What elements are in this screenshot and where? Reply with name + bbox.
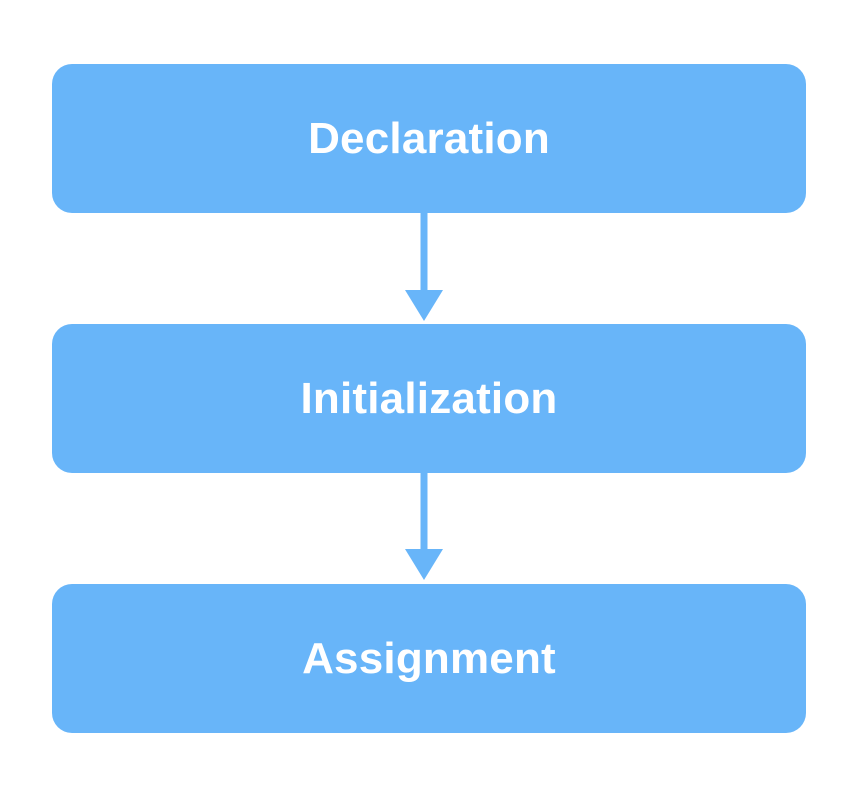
step-label-initialization: Initialization	[300, 373, 558, 423]
step-box-declaration: Declaration	[52, 64, 806, 213]
step-box-initialization: Initialization	[52, 324, 806, 473]
step-box-assignment: Assignment	[52, 584, 806, 733]
arrowhead-down-icon	[405, 549, 443, 580]
step-label-declaration: Declaration	[308, 113, 550, 163]
step-label-assignment: Assignment	[302, 633, 556, 683]
arrowhead-down-icon	[405, 290, 443, 321]
